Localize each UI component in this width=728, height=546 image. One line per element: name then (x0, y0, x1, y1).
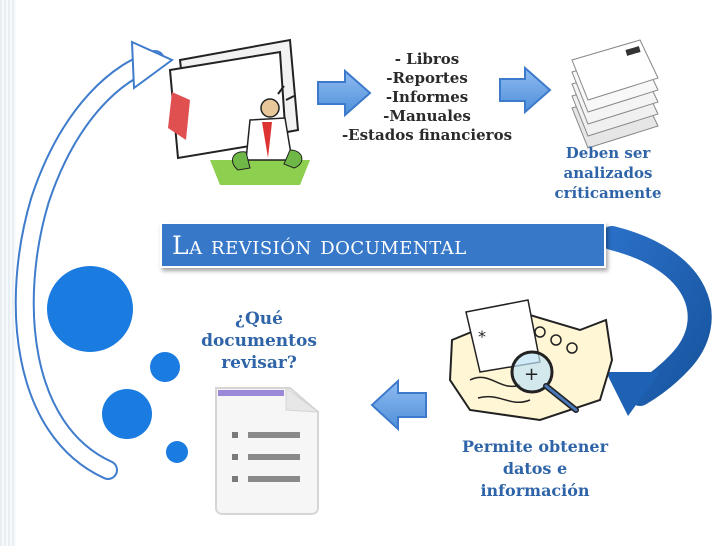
magnifier-on-documents-icon: * + (448, 299, 614, 422)
analysis-note-line: analizados (563, 164, 653, 182)
analysis-note-line: críticamente (554, 184, 662, 202)
arrow-right-2 (499, 65, 552, 115)
title-banner: La revisión documental (160, 222, 606, 268)
cycle-arrow-left (13, 40, 174, 481)
document-type-item: -Estados financieros (341, 126, 513, 144)
svg-text:+: + (524, 364, 539, 385)
question-line: ¿Qué (235, 309, 283, 329)
svg-text:*: * (478, 327, 486, 346)
benefit-line: información (480, 481, 590, 500)
person-with-paperwork-icon (168, 38, 310, 185)
decorative-circle-small (150, 352, 180, 382)
question-text: ¿Qué documentos revisar? (196, 308, 322, 374)
decorative-circle-large (47, 266, 133, 352)
document-list-icon (215, 387, 320, 515)
arrow-right-1 (317, 68, 372, 118)
document-type-item: -Reportes (386, 69, 468, 87)
page-title: La revisión documental (172, 230, 467, 260)
benefit-text: Permite obtener datos e información (448, 436, 622, 502)
decorative-circle-medium (102, 389, 152, 439)
benefit-line: Permite obtener (461, 437, 609, 456)
arrow-left (370, 378, 427, 432)
question-line: documentos (201, 331, 317, 351)
paper-stack-icon (571, 39, 659, 149)
cycle-arrow-right (600, 226, 712, 416)
left-decorative-strip (0, 0, 16, 546)
decorative-circle-small (166, 441, 188, 463)
document-type-item: -Manuales (383, 107, 471, 125)
document-type-list: - Libros -Reportes -Informes -Manuales -… (332, 50, 522, 145)
document-type-item: - Libros (394, 50, 460, 68)
document-type-item: -Informes (385, 88, 469, 106)
question-line: revisar? (221, 353, 297, 373)
benefit-line: datos e (502, 459, 568, 478)
analysis-note-line: Deben ser (565, 144, 651, 162)
analysis-note: Deben ser analizados críticamente (548, 143, 668, 203)
